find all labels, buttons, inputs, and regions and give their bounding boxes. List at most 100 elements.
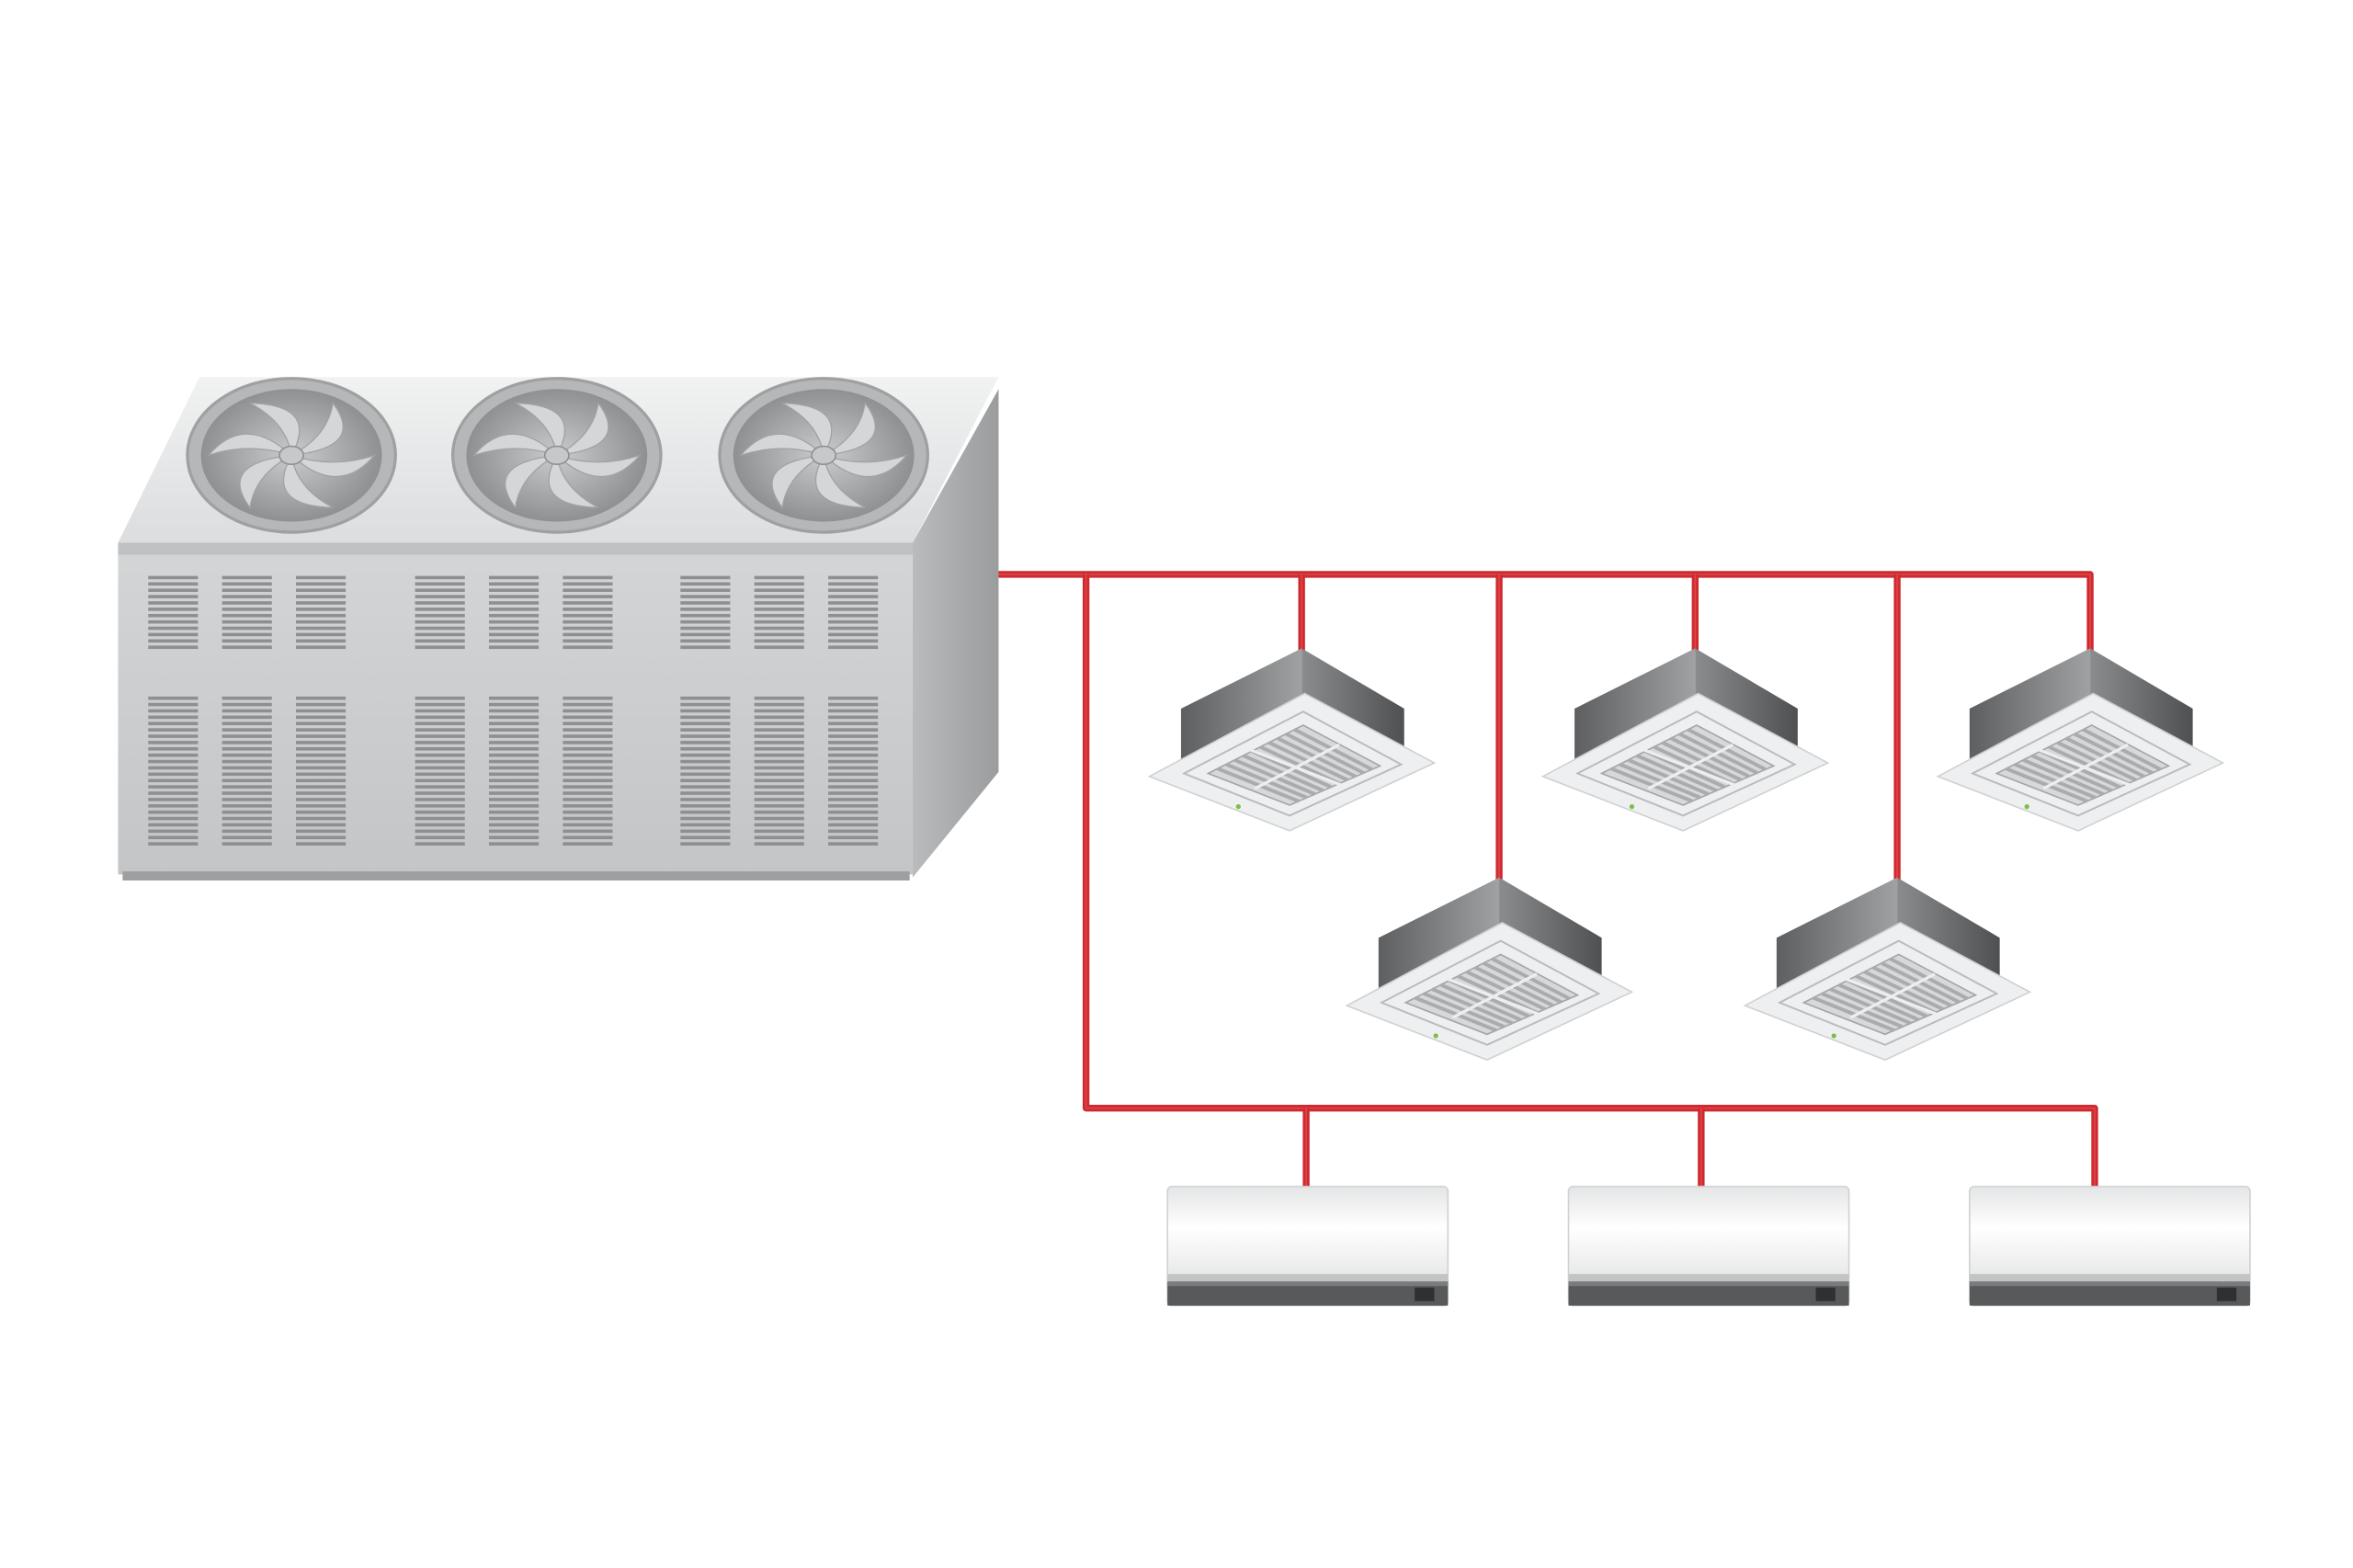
louver-slat (680, 798, 731, 801)
louver-slat (222, 722, 272, 726)
louver-slat (828, 709, 879, 713)
louver-slat (148, 632, 199, 637)
louver-slat (680, 753, 731, 757)
louver-slat (828, 601, 879, 605)
fan-blade (781, 402, 833, 458)
louver-slat (754, 810, 804, 814)
louver-slat (415, 835, 465, 840)
louver-slat (488, 588, 540, 593)
louver-slat (415, 734, 465, 738)
louver-slat (488, 582, 540, 586)
louver-slat (680, 709, 731, 713)
louver-slat (148, 835, 199, 840)
fan-blade (556, 454, 642, 477)
louver-slat (148, 823, 199, 827)
louver-slat (148, 829, 199, 834)
louver-slat (222, 842, 272, 846)
louver-slat (563, 803, 613, 808)
fan-blade (505, 454, 558, 509)
louver-slat (148, 619, 199, 624)
pipe-highlight (1085, 574, 2096, 1190)
louver-slat (148, 741, 199, 744)
fan-blade (249, 402, 301, 458)
louver-slat (415, 582, 465, 586)
louver-slat (828, 734, 879, 738)
louver-slat (296, 588, 347, 593)
louver-slat (680, 626, 731, 631)
louver-slat (415, 722, 465, 726)
louver-slat (488, 741, 540, 744)
louver-slat (296, 842, 347, 846)
louver-slat (222, 696, 272, 700)
louver-slat (148, 709, 199, 713)
louver-slat (148, 608, 199, 611)
louver-slat (148, 588, 199, 593)
louver-slat (563, 759, 613, 764)
louver-slat (680, 722, 731, 726)
louver-slat (296, 722, 347, 726)
louver-slat (563, 709, 613, 713)
louver-slat (148, 772, 199, 777)
louver-slat (563, 632, 613, 637)
louver-slat (754, 645, 804, 650)
louver-slat (754, 835, 804, 840)
louver-slat (754, 696, 804, 700)
fan-icon (450, 377, 663, 534)
louver-slat (828, 722, 879, 726)
louver-slat (222, 778, 272, 783)
grille-slat (1610, 767, 1693, 803)
louver-slat (296, 785, 347, 789)
louver-slat (148, 746, 199, 751)
louver-slat (680, 823, 731, 827)
indicator-led (1433, 1033, 1438, 1039)
louver-slat (415, 772, 465, 777)
louver-slat (563, 816, 613, 821)
fan-blade (771, 454, 824, 509)
wall-unit-seam (1969, 1274, 2250, 1282)
louver-slat (488, 639, 540, 643)
louver-slat (222, 632, 272, 637)
louver-slat (222, 601, 272, 605)
louver-slat (828, 626, 879, 631)
louver-slat (680, 613, 731, 618)
louver-slat (296, 835, 347, 840)
louver-slat (148, 575, 199, 580)
louver-slat (563, 696, 613, 700)
louver-slat (563, 702, 613, 707)
louver-panel (296, 696, 347, 846)
louver-slat (563, 626, 613, 631)
louver-slat (222, 702, 272, 707)
cassette-panel-frame (1970, 710, 2192, 817)
louver-slat (828, 746, 879, 751)
louver-slat (828, 595, 879, 598)
louver-slat (680, 582, 731, 586)
louver-slat (488, 766, 540, 770)
louver-slat (488, 823, 540, 827)
louver-slat (563, 829, 613, 834)
louver-slat (680, 728, 731, 732)
fan-hub (811, 445, 837, 466)
louver-slat (754, 759, 804, 764)
louver-panel (754, 696, 804, 846)
louver-slat (563, 741, 613, 744)
louver-slat (563, 601, 613, 605)
louver-slat (680, 734, 731, 738)
louver-slat (148, 803, 199, 808)
louver-slat (415, 575, 465, 580)
louver-slat (563, 595, 613, 598)
louver-slat (296, 803, 347, 808)
louver-slat (563, 798, 613, 801)
fan-blade (814, 453, 866, 508)
louver-slat (415, 709, 465, 713)
louver-slat (828, 785, 879, 789)
cassette-panel-frame (1777, 939, 1999, 1046)
louver-slat (415, 753, 465, 757)
louver-slat (754, 582, 804, 586)
louver-slat (415, 766, 465, 770)
louver-slat (148, 645, 199, 650)
louver-slat (563, 582, 613, 586)
louver-slat (222, 639, 272, 643)
louver-slat (488, 626, 540, 631)
louver-slat (563, 842, 613, 846)
louver-slat (296, 816, 347, 821)
